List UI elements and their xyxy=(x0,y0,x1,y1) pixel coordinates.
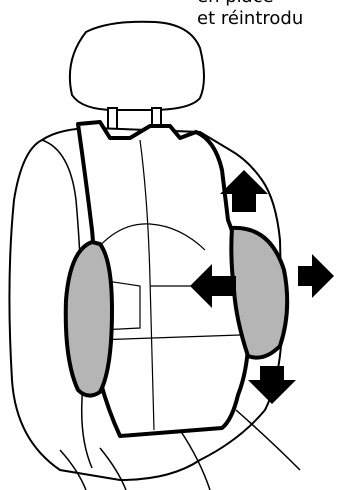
caption-line-2: et réintrodu xyxy=(197,8,304,29)
arrow-left-icon xyxy=(190,264,236,308)
lumbar-pad-left xyxy=(63,239,115,398)
arrow-down-icon xyxy=(248,366,296,404)
seat-cushion-lines xyxy=(59,409,301,490)
arrow-up-icon xyxy=(220,170,268,212)
arrow-right-icon xyxy=(298,254,334,298)
seat-cover xyxy=(76,120,251,438)
headrest xyxy=(68,20,205,111)
caption-line-1: en place xyxy=(197,0,343,8)
